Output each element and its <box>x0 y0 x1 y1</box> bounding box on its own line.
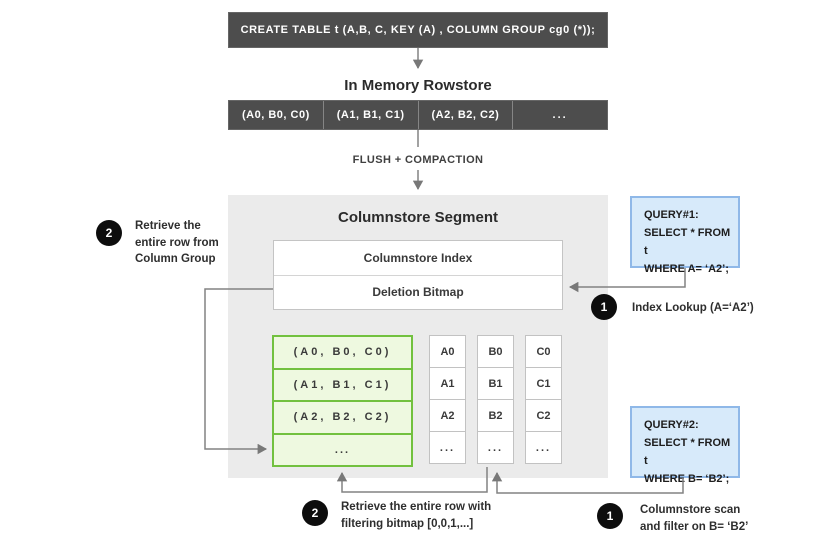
query2-line: SELECT * FROM t <box>644 437 731 467</box>
annotation-columnstore-scan: Columnstore scan and filter on B= ‘B2’ <box>640 502 748 535</box>
column-c: C0 C1 C2 ... <box>525 335 562 464</box>
columnstore-segment-title: Columnstore Segment <box>337 209 499 226</box>
rowstore-cell-ellipsis: ... <box>552 109 568 121</box>
query1-line: WHERE A= ‘A2’; <box>644 263 729 275</box>
create-table-sql: CREATE TABLE t (A,B, C, KEY (A) , COLUMN… <box>240 24 596 36</box>
column-a-cell: A0 <box>429 335 466 368</box>
column-a: A0 A1 A2 ... <box>429 335 466 464</box>
column-group-box: (A0, B0, C0) (A1, B1, C1) (A2, B2, C2) .… <box>272 335 413 467</box>
query2-line: WHERE B= ‘B2’; <box>644 473 730 485</box>
column-c-cell-ellipsis: ... <box>525 431 562 464</box>
column-c-cell: C1 <box>525 367 562 400</box>
annotation-line: entire row from <box>135 236 219 249</box>
annotation-retrieve-row-group: Retrieve the entire row from Column Grou… <box>135 218 219 268</box>
annotation-filtering-bitmap: Retrieve the entire row with filtering b… <box>341 499 491 532</box>
column-group-row: (A1, B1, C1) <box>274 370 411 402</box>
annotation-line: Columnstore scan <box>640 504 741 516</box>
query1-line: SELECT * FROM t <box>644 227 731 257</box>
query2-line: QUERY#2: <box>644 419 699 431</box>
column-a-cell-ellipsis: ... <box>429 431 466 464</box>
rowstore-title: In Memory Rowstore <box>344 77 492 94</box>
columnstore-index-row: Columnstore Index <box>274 241 562 276</box>
annotation-line: Column Group <box>135 253 216 265</box>
annotation-line: Retrieve the entire row with <box>341 501 492 513</box>
column-c-cell: C0 <box>525 335 562 368</box>
column-c-cell: C2 <box>525 399 562 432</box>
flush-compaction-label: FLUSH + COMPACTION <box>352 154 484 166</box>
query2-box: QUERY#2: SELECT * FROM t WHERE B= ‘B2’; <box>630 406 740 485</box>
column-group-row: (A2, B2, C2) <box>274 402 411 435</box>
rowstore-cell: (A1, B1, C1) <box>324 101 419 129</box>
query1-line: QUERY#1: <box>644 209 699 221</box>
column-b-cell: B2 <box>477 399 514 432</box>
rowstore-bar: (A0, B0, C0) (A1, B1, C1) (A2, B2, C2) .… <box>228 100 608 130</box>
column-b-cell-ellipsis: ... <box>477 431 514 464</box>
rowstore-cell: (A2, B2, C2) <box>419 101 514 129</box>
annotation-line: Retrieve the <box>135 220 201 232</box>
step-2-badge-bottom: 2 <box>302 500 328 526</box>
column-b-cell: B0 <box>477 335 514 368</box>
column-a-cell: A2 <box>429 399 466 432</box>
column-a-cell: A1 <box>429 367 466 400</box>
query1-box: QUERY#1: SELECT * FROM t WHERE A= ‘A2’; <box>630 196 740 275</box>
deletion-bitmap-row: Deletion Bitmap <box>372 285 464 300</box>
rowstore-cell: (A0, B0, C0) <box>229 101 324 129</box>
column-b: B0 B1 B2 ... <box>477 335 514 464</box>
annotation-line: Index Lookup (A=‘A2’) <box>632 302 754 314</box>
column-group-row: (A0, B0, C0) <box>274 337 411 370</box>
step-2-badge-left: 2 <box>96 220 122 246</box>
create-table-statement: CREATE TABLE t (A,B, C, KEY (A) , COLUMN… <box>228 12 608 48</box>
column-group-row-ellipsis: ... <box>334 443 351 456</box>
annotation-line: filtering bitmap [0,0,1,...] <box>341 517 474 530</box>
column-b-cell: B1 <box>477 367 514 400</box>
index-bitmap-box: Columnstore Index Deletion Bitmap <box>273 240 563 310</box>
annotation-line: and filter on B= ‘B2’ <box>640 520 749 533</box>
step-1-badge-scan: 1 <box>597 503 623 529</box>
annotation-index-lookup: Index Lookup (A=‘A2’) <box>632 300 754 317</box>
step-1-badge-index-lookup: 1 <box>591 294 617 320</box>
